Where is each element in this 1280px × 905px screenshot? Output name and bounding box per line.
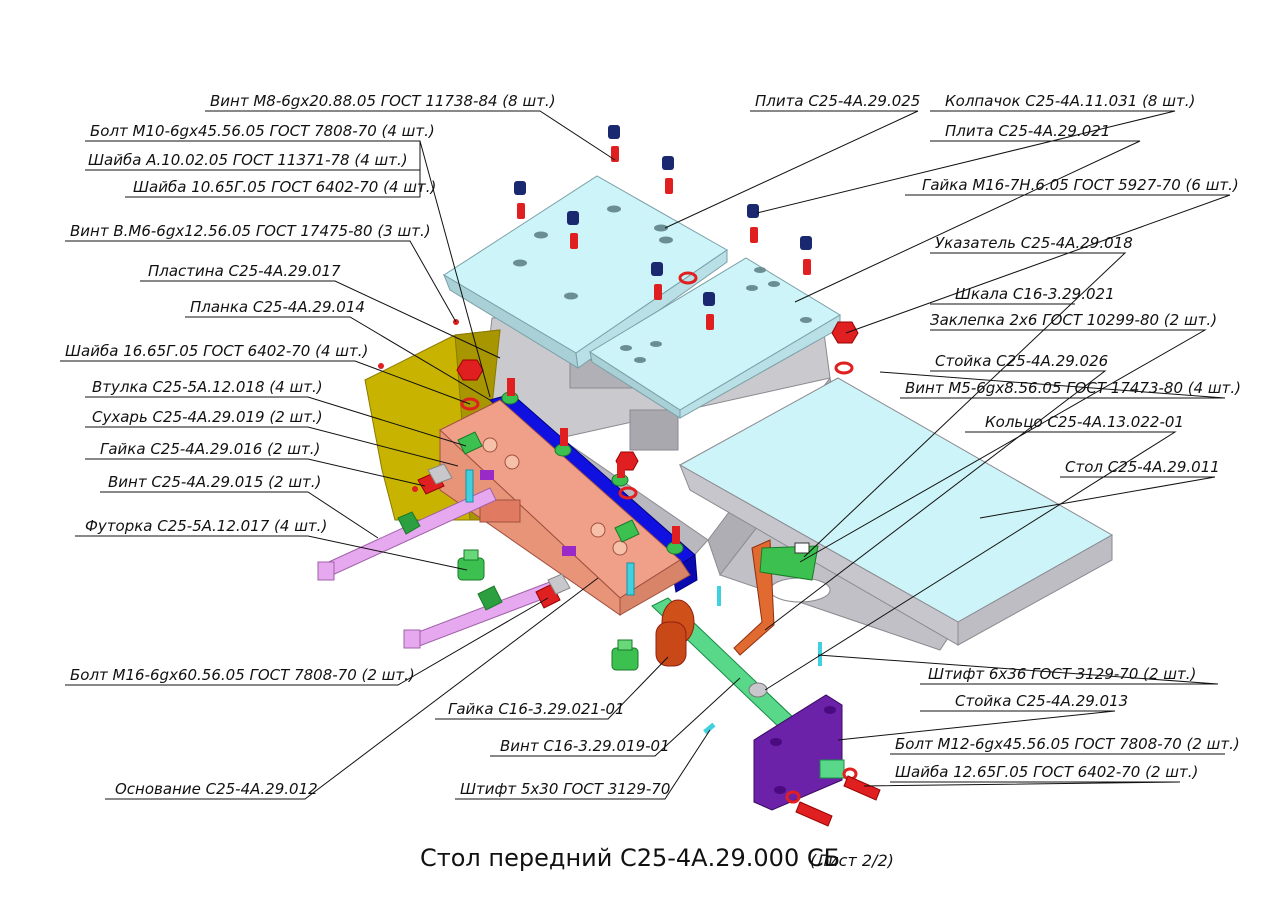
- title-text: Стол передний С25-4А.29.000 СБ: [420, 844, 840, 872]
- label-bolt-m10: Болт М10-6gх45.56.05 ГОСТ 7808-70 (4 шт.…: [90, 122, 435, 140]
- drawing-title: Стол передний С25-4А.29.000 СБ (Лист 2/2…: [420, 844, 894, 872]
- label-shaiba-16: Шайба 16.65Г.05 ГОСТ 6402-70 (4 шт.): [65, 342, 368, 360]
- label-osnovanie: Основание С25-4А.29.012: [115, 780, 318, 798]
- label-shtift-6x36: Штифт 6х36 ГОСТ 3129-70 (2 шт.): [928, 665, 1196, 683]
- label-plita-021: Плита С25-4А.29.021: [945, 122, 1110, 140]
- label-shkala: Шкала С16-3.29.021: [955, 285, 1115, 303]
- label-planka: Планка С25-4А.29.014: [190, 298, 365, 316]
- red-nuts: [378, 271, 859, 500]
- bar-fasteners: [457, 378, 684, 555]
- label-stoika-013: Стойка С25-4А.29.013: [955, 692, 1128, 710]
- label-kolpachok: Колпачок С25-4А.11.031 (8 шт.): [945, 92, 1195, 110]
- label-gaika-m16: Гайка М16-7Н.6.05 ГОСТ 5927-70 (6 шт.): [922, 176, 1239, 194]
- label-gaika-016: Гайка С25-4А.29.016 (2 шт.): [100, 440, 320, 458]
- table-top-plate: [678, 377, 1114, 646]
- label-shaiba-12: Шайба 12.65Г.05 ГОСТ 6402-70 (2 шт.): [895, 763, 1198, 781]
- indicator: [733, 539, 819, 656]
- label-gaika-c16: Гайка С16-3.29.021-01: [448, 700, 625, 718]
- label-vint-c16: Винт С16-3.29.019-01: [500, 737, 670, 755]
- part-labels: Винт М8-6gх20.88.05 ГОСТ 11738-84 (8 шт.…: [65, 92, 1241, 798]
- label-shaiba-a10: Шайба А.10.02.05 ГОСТ 11371-78 (4 шт.): [88, 151, 408, 169]
- label-stoika-026: Стойка С25-4А.29.026: [935, 352, 1108, 370]
- caps-and-screws: [514, 125, 812, 330]
- label-vtulka: Втулка С25-5А.12.018 (4 шт.): [92, 378, 323, 396]
- label-ukazatel: Указатель С25-4А.29.018: [935, 234, 1133, 252]
- assembly-illustration: [317, 125, 1114, 827]
- plate-021: [589, 257, 841, 419]
- leader-lines: [60, 110, 1231, 800]
- label-shaiba-10-65: Шайба 10.65Г.05 ГОСТ 6402-70 (4 шт.): [133, 178, 436, 196]
- label-futorka: Футорка С25-5А.12.017 (4 шт.): [85, 517, 327, 535]
- futorki: [457, 549, 639, 671]
- shaft-assembly: [651, 597, 881, 827]
- label-vint-m5: Винт М5-6gх8.56.05 ГОСТ 17473-80 (4 шт.): [905, 379, 1241, 397]
- cyan-pins: [465, 469, 822, 735]
- label-bolt-m16: Болт М16-6gх60.56.05 ГОСТ 7808-70 (2 шт.…: [70, 666, 415, 684]
- label-kolco: Кольцо С25-4А.13.022-01: [985, 413, 1184, 431]
- label-suhar: Сухарь С25-4А.29.019 (2 шт.): [92, 408, 323, 426]
- label-vint-vm6: Винт В.М6-6gх12.56.05 ГОСТ 17475-80 (3 ш…: [70, 222, 431, 240]
- label-bolt-m12: Болт М12-6gх45.56.05 ГОСТ 7808-70 (2 шт.…: [895, 735, 1240, 753]
- label-plastina: Пластина С25-4А.29.017: [148, 262, 341, 280]
- label-plita-025: Плита С25-4А.29.025: [755, 92, 920, 110]
- label-stol: Стол С25-4А.29.011: [1065, 458, 1220, 476]
- label-shtift-5x30: Штифт 5х30 ГОСТ 3129-70: [460, 780, 670, 798]
- label-zaklepka: Заклепка 2х6 ГОСТ 10299-80 (2 шт.): [930, 311, 1217, 329]
- label-vint-m8: Винт М8-6gх20.88.05 ГОСТ 11738-84 (8 шт.…: [210, 92, 556, 110]
- sheet-text: (Лист 2/2): [810, 851, 894, 870]
- label-vint-015: Винт С25-4А.29.015 (2 шт.): [108, 473, 321, 491]
